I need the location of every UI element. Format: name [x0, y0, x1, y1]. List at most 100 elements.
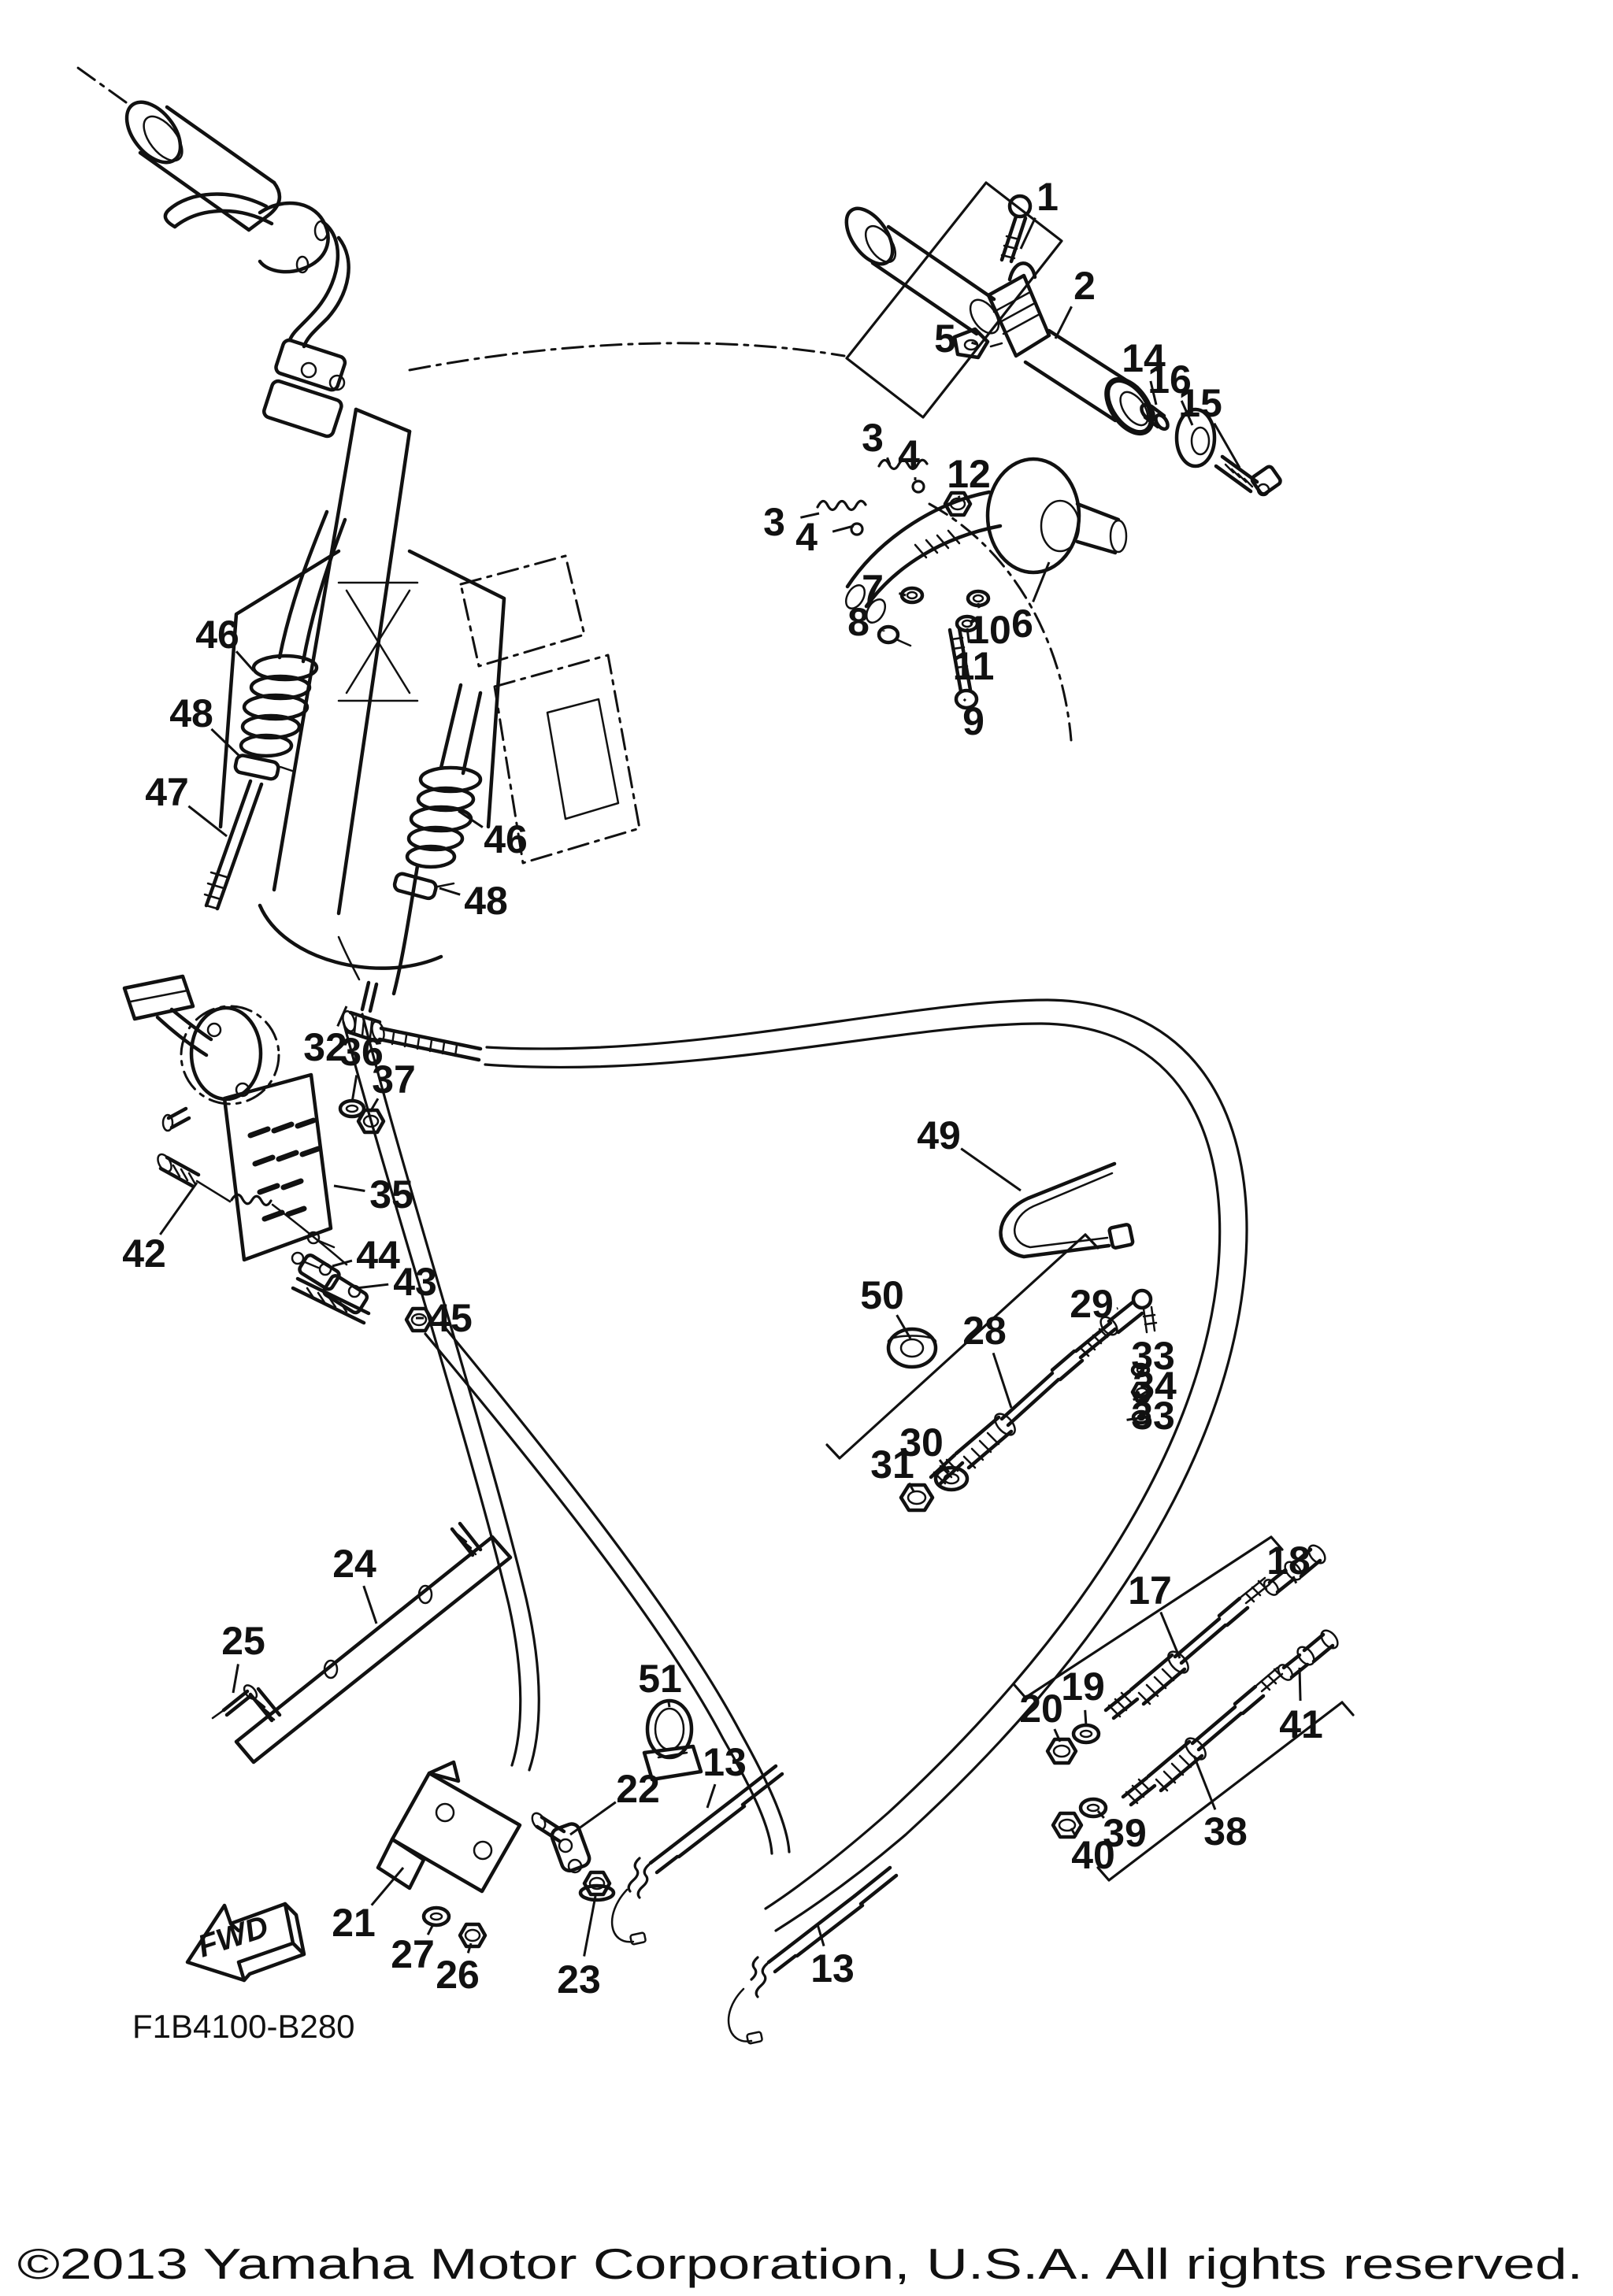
copyright-text: ©2013 Yamaha Motor Corporation, U.S.A. A… [17, 2239, 1583, 2288]
callout-label-18: 18 [1266, 1539, 1311, 1583]
callout-leader [938, 1459, 951, 1473]
callout-leader [466, 1942, 473, 1953]
washer-36 [338, 1098, 366, 1119]
group-boundary-1-2 [845, 181, 1063, 419]
callout-leader [1070, 1828, 1077, 1838]
bent-tube [845, 490, 992, 589]
callout-leader [439, 887, 461, 896]
callout-label-49: 49 [917, 1113, 961, 1157]
callout-leader [706, 1783, 717, 1809]
ball-4b [850, 522, 864, 536]
bolt-47 [204, 779, 264, 911]
callout-label-40: 40 [1071, 1833, 1115, 1877]
callout-label-41: 41 [1279, 1702, 1323, 1746]
fitting-29 [1107, 1300, 1144, 1335]
washer-19 [1071, 1723, 1101, 1745]
callout-label-4: 4 [795, 515, 818, 559]
nut-37 [356, 1108, 386, 1135]
clamp-5 [952, 327, 990, 360]
callout-leader [1032, 561, 1051, 603]
throttle-grip-exploded [844, 181, 1282, 497]
screw-8 [877, 624, 900, 645]
callout-leader [210, 728, 243, 759]
cable-runs [342, 998, 1248, 1932]
callout-label-26: 26 [436, 1953, 480, 1997]
group-boundary-38 [1096, 1701, 1355, 1882]
callout-leader [1084, 1709, 1088, 1727]
callout-leader [235, 650, 255, 672]
callout-leader [895, 1314, 912, 1339]
washer-27 [421, 1905, 451, 1928]
callout-leader [886, 457, 892, 465]
callout-label-5: 5 [934, 317, 956, 361]
callout-label-12: 12 [947, 452, 991, 496]
ball-4a [911, 480, 925, 494]
callout-leader [1159, 1611, 1181, 1659]
callout-label-27: 27 [391, 1932, 435, 1976]
gauge-panel [459, 554, 586, 668]
callout-leader [907, 1482, 915, 1492]
callout-leader [159, 1182, 198, 1235]
callout-label-42: 42 [122, 1231, 166, 1276]
pedal-assembly [122, 974, 483, 1333]
callout-label-32: 32 [303, 1025, 347, 1069]
cable-boot-right [391, 683, 483, 996]
nut-31 [899, 1483, 935, 1513]
callout-label-31: 31 [870, 1442, 914, 1487]
callout-leader [232, 1664, 239, 1694]
callout-label-35: 35 [369, 1172, 413, 1217]
callout-label-6: 6 [1011, 602, 1033, 646]
callout-leader [800, 512, 820, 519]
callout-leader [1019, 217, 1036, 250]
lever-housing [258, 201, 330, 274]
mount-bracket-group [211, 1521, 703, 1949]
callout-label-50: 50 [860, 1273, 904, 1317]
callout-leader [370, 1867, 405, 1906]
callout-leader [336, 1005, 348, 1027]
callout-label-2: 2 [1073, 264, 1096, 308]
callout-leader [583, 1895, 597, 1957]
callout-label-33: 33 [1131, 1394, 1175, 1438]
group-boundary-28 [825, 1233, 1099, 1460]
throttle-block [986, 273, 1051, 358]
housing-6 [985, 457, 1081, 575]
brake-lever [167, 192, 269, 212]
callout-leader [1149, 380, 1158, 406]
callout-label-25: 25 [221, 1619, 265, 1663]
callout-leader [333, 1184, 365, 1193]
callout-leader [426, 1924, 435, 1935]
spring-3b [816, 499, 867, 512]
bracket-44 [298, 1254, 341, 1291]
cable-tie-49 [999, 1161, 1135, 1259]
callout-label-20: 20 [1019, 1687, 1063, 1731]
cable-28-group [825, 1233, 1158, 1513]
bracket-24 [234, 1535, 513, 1765]
pedal-pad [122, 974, 195, 1021]
callout-leader [966, 628, 970, 643]
callout-leader [962, 698, 967, 702]
callout-label-13: 13 [810, 1946, 855, 1990]
callout-label-36: 36 [339, 1030, 384, 1074]
callout-label-3: 3 [763, 500, 785, 544]
callout-label-3: 3 [862, 416, 884, 460]
callout-leader [355, 1283, 389, 1290]
callout-label-44: 44 [356, 1233, 400, 1277]
callout-label-30: 30 [899, 1420, 944, 1465]
steering-column [218, 338, 1073, 981]
group-boundary-17 [1013, 1535, 1284, 1699]
callout-label-51: 51 [638, 1657, 682, 1701]
callout-leader [971, 341, 977, 346]
callout-leader [977, 602, 981, 609]
washer-39 [1078, 1797, 1108, 1819]
callout-label-1: 1 [1036, 175, 1059, 219]
nut-12 [943, 491, 973, 517]
clamp-51 [645, 1698, 694, 1760]
callout-label-34: 34 [1133, 1364, 1177, 1408]
throttle-housing-parts [816, 457, 1128, 710]
callout-label-22: 22 [616, 1767, 660, 1811]
cable-38-group [1051, 1629, 1355, 1882]
nut-20 [1045, 1737, 1078, 1765]
callout-label-24: 24 [332, 1542, 376, 1586]
